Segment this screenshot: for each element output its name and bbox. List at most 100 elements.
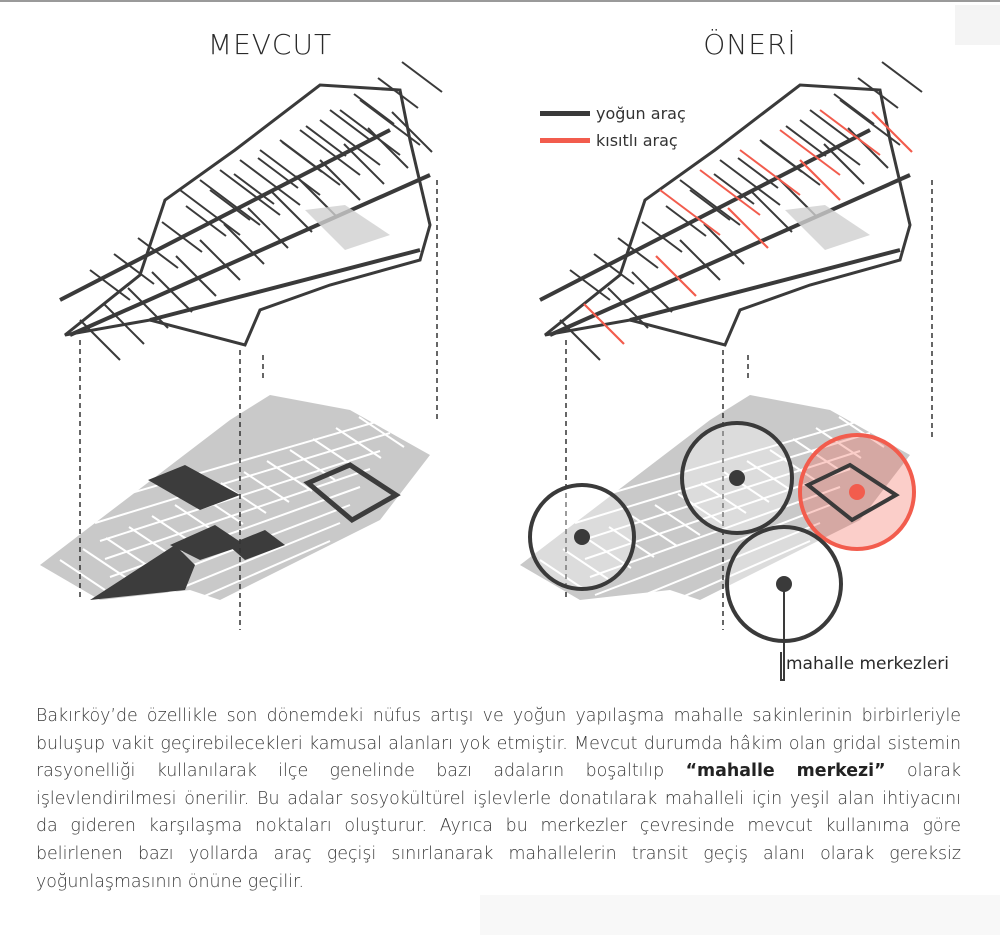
block-gap	[861, 405, 908, 437]
street	[713, 173, 755, 205]
street	[607, 287, 649, 329]
block-gap	[594, 504, 831, 596]
center-dot	[574, 529, 590, 545]
block-gap	[105, 537, 152, 569]
paragraph-part-1: Bakırköy’de özellikle son dönemdeki nüfu…	[36, 706, 961, 782]
street	[113, 253, 155, 285]
legend-swatch-restricted	[540, 138, 590, 143]
restricted-street	[799, 159, 841, 201]
legend-swatch-dense	[540, 111, 590, 116]
block-gap	[266, 460, 313, 492]
street	[689, 189, 731, 221]
street	[377, 77, 419, 109]
dark-block	[90, 545, 195, 600]
block-gap	[119, 522, 341, 614]
block-gap	[89, 414, 401, 506]
artery-road	[149, 248, 421, 322]
street	[137, 237, 179, 269]
street	[319, 119, 381, 166]
legend-item-restricted-traffic: kısıtlı araç	[540, 131, 678, 150]
street	[833, 93, 875, 125]
center-dot	[729, 470, 745, 486]
street	[401, 61, 443, 93]
background-ghost-top	[955, 5, 1000, 45]
street	[299, 129, 361, 176]
street	[703, 223, 745, 265]
artery-road	[59, 128, 391, 302]
street	[219, 169, 281, 216]
dark-block	[228, 530, 285, 560]
artery-road	[629, 248, 901, 322]
dark-block	[148, 465, 240, 510]
street	[127, 287, 169, 329]
block-gap	[579, 450, 861, 542]
street	[339, 109, 401, 156]
center-dot	[776, 576, 792, 592]
street	[247, 207, 289, 249]
street	[809, 109, 851, 141]
street	[839, 99, 901, 146]
block-gap	[769, 449, 816, 481]
top-divider	[0, 0, 1000, 2]
highlight-block-frame	[303, 462, 401, 524]
street	[367, 127, 409, 169]
street	[319, 159, 361, 201]
restricted-street	[583, 303, 625, 345]
selected-block	[305, 205, 390, 250]
district-outline	[64, 83, 432, 347]
callout-mahalle-merkezleri: mahalle merkezleri	[786, 654, 950, 674]
restricted-street	[655, 255, 697, 297]
paragraph-highlight: “mahalle merkezi”	[685, 761, 886, 782]
block-gap	[381, 405, 428, 437]
street	[665, 205, 707, 237]
paragraph-part-2: olarak işlevlendirilmesi önerilir. Bu ad…	[36, 761, 961, 892]
legend-label-dense: yoğun araç	[596, 104, 686, 123]
block-gap	[124, 540, 331, 632]
block-gap	[746, 460, 793, 492]
legend-label-restricted: kısıtlı araç	[596, 131, 678, 150]
street	[271, 191, 313, 233]
street	[279, 139, 341, 186]
street	[353, 93, 395, 125]
background-ghost-bottom	[480, 895, 1000, 935]
street	[175, 255, 217, 297]
block-gap	[599, 522, 821, 614]
block-gap	[608, 526, 655, 558]
block-gap	[838, 416, 885, 448]
street	[719, 159, 781, 206]
restricted-street	[659, 189, 721, 236]
restricted-street	[739, 149, 801, 196]
artery-road	[549, 173, 911, 337]
street	[737, 157, 779, 189]
street-network-mevcut	[59, 61, 443, 361]
street	[785, 125, 827, 157]
block-gap	[569, 414, 881, 506]
street	[161, 221, 203, 253]
restricted-street	[727, 207, 769, 249]
street	[223, 223, 265, 265]
street	[185, 205, 227, 237]
legend-item-dense-traffic: yoğun araç	[540, 104, 686, 123]
neighborhood-centers	[528, 421, 916, 643]
block-gap	[59, 559, 106, 591]
street	[641, 221, 683, 253]
street	[259, 149, 321, 196]
street	[199, 239, 241, 281]
street	[359, 99, 421, 146]
street	[343, 143, 385, 185]
street	[233, 173, 275, 205]
street	[391, 111, 433, 153]
street	[179, 189, 241, 236]
restricted-street	[871, 111, 913, 153]
street	[151, 271, 193, 313]
street	[103, 303, 145, 345]
restricted-street	[779, 129, 841, 176]
block-gap	[585, 537, 632, 569]
street	[329, 109, 371, 141]
street	[847, 127, 889, 169]
block-gap	[94, 432, 391, 524]
restricted-street	[699, 169, 761, 216]
title-oneri: ÖNERİ	[703, 28, 797, 61]
highlight-block-frame	[804, 462, 900, 523]
block-gap	[589, 486, 841, 578]
